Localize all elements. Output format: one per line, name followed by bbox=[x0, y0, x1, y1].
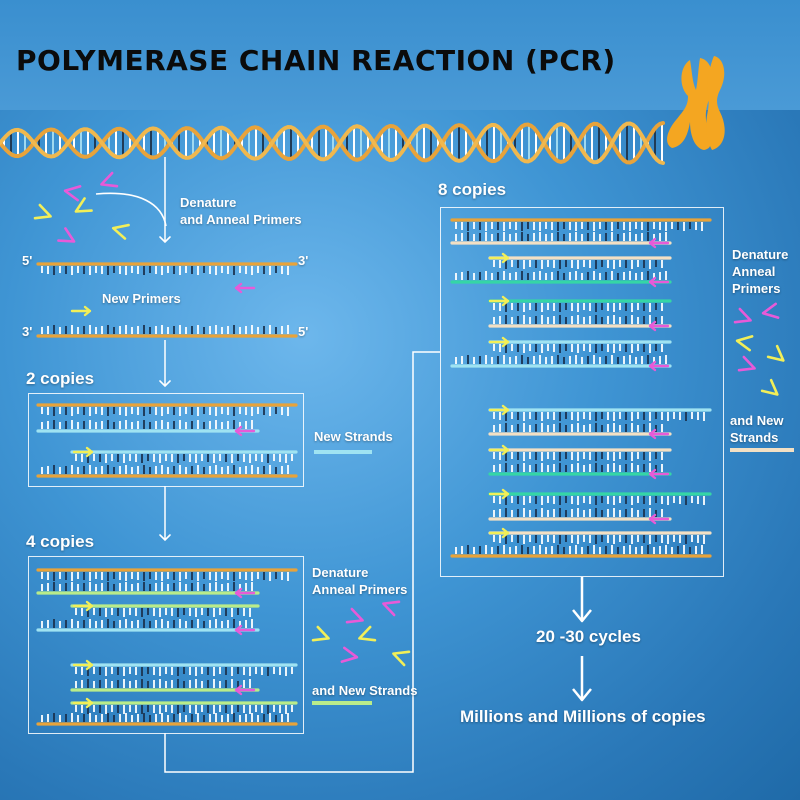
page-title: POLYMERASE CHAIN REACTION (PCR) bbox=[16, 44, 616, 77]
four-copies-heading: 4 copies bbox=[26, 532, 95, 551]
helix-backbone bbox=[0, 121, 665, 165]
primer-arrow bbox=[488, 404, 510, 416]
primer-arrow bbox=[72, 600, 94, 612]
primer-arrow bbox=[488, 336, 510, 348]
primer-chevron bbox=[733, 307, 752, 324]
five-prime-top-label: 5' bbox=[22, 253, 33, 268]
legend-swatches bbox=[312, 448, 794, 705]
primer-chevron bbox=[766, 344, 785, 362]
arrowhead bbox=[159, 534, 171, 542]
primer-chevron bbox=[737, 355, 756, 372]
chromosome-shape bbox=[706, 56, 725, 150]
connector-line bbox=[164, 351, 440, 773]
primer-arrow bbox=[648, 276, 670, 288]
chromosome-icon bbox=[667, 56, 725, 150]
primer-arrow bbox=[72, 659, 94, 671]
dna-double-helix bbox=[0, 121, 665, 165]
primer-arrow bbox=[648, 468, 670, 480]
primer-arrow bbox=[70, 305, 92, 317]
primer-chevron bbox=[761, 302, 780, 319]
primer-arrow bbox=[648, 513, 670, 525]
loose-primers bbox=[33, 171, 785, 667]
five-prime-bottom-label: 5' bbox=[298, 324, 309, 339]
primer-arrow bbox=[488, 444, 510, 456]
primer-arrow bbox=[72, 697, 94, 709]
helix-backbone bbox=[0, 121, 665, 165]
primer-chevron bbox=[735, 335, 754, 352]
primer-arrow bbox=[234, 587, 256, 599]
denature-anneal-primers-right-label: Denature Anneal Primers bbox=[732, 247, 789, 296]
eight-copies-heading: 8 copies bbox=[438, 180, 507, 199]
primer-arrow bbox=[648, 237, 670, 249]
two-copies-heading: 2 copies bbox=[26, 369, 95, 388]
new-strands-label: New Strands bbox=[314, 429, 393, 444]
primer-arrow bbox=[234, 624, 256, 636]
primer-chevron bbox=[111, 223, 130, 240]
primer-chevron bbox=[358, 625, 377, 642]
primer-chevron bbox=[760, 378, 779, 396]
cycles-label: 20 -30 cycles bbox=[536, 627, 641, 646]
primer-chevron bbox=[311, 625, 330, 642]
denature-anneal-primers-label: Denature Anneal Primers bbox=[312, 565, 408, 597]
primer-arrow bbox=[488, 252, 510, 264]
denature-anneal-label: Denature and Anneal Primers bbox=[180, 195, 302, 227]
arrowhead bbox=[159, 236, 171, 244]
title-band bbox=[0, 0, 800, 110]
three-prime-bottom-label: 3' bbox=[22, 324, 33, 339]
two-copies-box bbox=[28, 393, 304, 487]
primer-arrow bbox=[488, 488, 510, 500]
arrowhead bbox=[572, 609, 592, 623]
primer-arrow bbox=[234, 425, 256, 437]
four-copies-box bbox=[28, 556, 304, 734]
primer-chevron bbox=[100, 171, 119, 188]
primer-arrow bbox=[234, 684, 256, 696]
and-new-strands-label: and New Strands bbox=[312, 683, 418, 698]
primer-arrow bbox=[648, 320, 670, 332]
primer-chevron bbox=[74, 197, 93, 213]
primer-chevron bbox=[382, 600, 401, 617]
three-prime-top-label: 3' bbox=[298, 253, 309, 268]
curved-arrow bbox=[95, 192, 167, 227]
and-new-strands-right-label: and New Strands bbox=[730, 413, 784, 445]
eight-copies-box bbox=[440, 207, 724, 577]
primer-chevron bbox=[33, 203, 52, 220]
primer-arrow bbox=[72, 446, 94, 458]
primer-chevron bbox=[392, 650, 411, 667]
primer-chevron bbox=[57, 227, 76, 243]
result-label: Millions and Millions of copies bbox=[460, 707, 706, 726]
primer-chevron bbox=[345, 607, 364, 624]
flow-connectors bbox=[95, 157, 592, 773]
primer-arrow bbox=[234, 282, 256, 294]
primer-arrow bbox=[648, 428, 670, 440]
new-primers-label: New Primers bbox=[102, 291, 181, 306]
primer-arrow bbox=[488, 527, 510, 539]
arrowhead bbox=[572, 688, 592, 702]
arrowhead bbox=[159, 380, 171, 388]
chromosome-shape bbox=[667, 58, 713, 150]
primer-arrow bbox=[488, 295, 510, 307]
primer-chevron bbox=[340, 646, 359, 663]
primer-chevron bbox=[63, 185, 82, 202]
primer-arrow bbox=[648, 360, 670, 372]
dna-strands bbox=[36, 218, 712, 726]
